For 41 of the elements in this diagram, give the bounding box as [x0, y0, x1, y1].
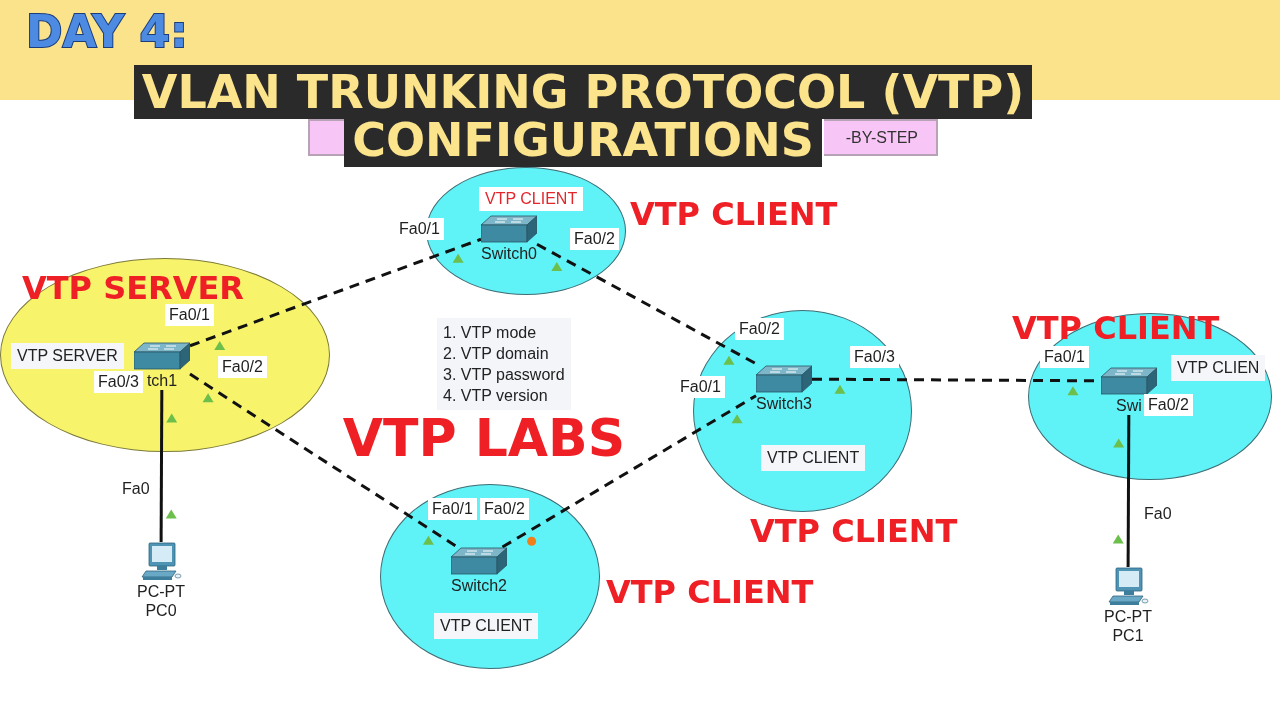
port-label: Fa0/1 [428, 498, 477, 520]
dashed-cable-line [501, 394, 757, 549]
list-item: 4. VTP version [443, 386, 549, 406]
device-name: PC1 [1112, 626, 1144, 645]
mode-caption: VTP CLIENT [1012, 312, 1220, 344]
device-name: Swi [1116, 397, 1142, 415]
lab-heading: VTP LABS [342, 412, 626, 464]
device-name: tch1 [146, 372, 178, 390]
port-label: Fa0/1 [1040, 346, 1089, 368]
note-text: -BY-STEP [845, 129, 918, 146]
device-name: Switch3 [756, 395, 812, 413]
list-item: 3. VTP password [443, 365, 565, 385]
device-name: PC-PT [1104, 607, 1152, 626]
list-item: 1. VTP mode [443, 323, 538, 343]
port-label: Fa0/3 [94, 371, 143, 393]
port-label: Fa0/2 [735, 318, 784, 340]
cable-line [1126, 415, 1131, 567]
dashed-cable-line [189, 372, 459, 549]
port-label: Fa0/2 [570, 228, 619, 250]
port-label: Fa0/2 [480, 498, 529, 520]
mode-caption: VTP CLIENT [750, 515, 958, 547]
mode-label: VTP CLIENT [434, 613, 539, 639]
device-name: Switch0 [481, 245, 537, 263]
day-heading: DAY 4: [26, 10, 188, 54]
list-item: 2. VTP domain [443, 344, 550, 364]
mode-label: VTP CLIEN [1171, 355, 1266, 381]
note-box [824, 119, 938, 156]
mode-label: VTP SERVER [11, 343, 124, 369]
mode-caption: VTP CLIENT [606, 576, 814, 608]
port-label: Fa0/2 [218, 356, 267, 378]
port-label: Fa0/1 [165, 304, 214, 326]
device-name: Switch2 [451, 577, 507, 595]
device-name: PC0 [145, 601, 177, 620]
mode-label: VTP CLIENT [479, 187, 584, 211]
mode-label: VTP CLIENT [761, 445, 866, 471]
port-label: Fa0/2 [1144, 394, 1193, 416]
device-name: PC-PT [137, 582, 185, 601]
dashed-cable-line [189, 237, 482, 348]
port-label: Fa0/3 [850, 346, 899, 368]
mode-caption: VTP CLIENT [630, 198, 838, 230]
cable-line [159, 390, 164, 542]
